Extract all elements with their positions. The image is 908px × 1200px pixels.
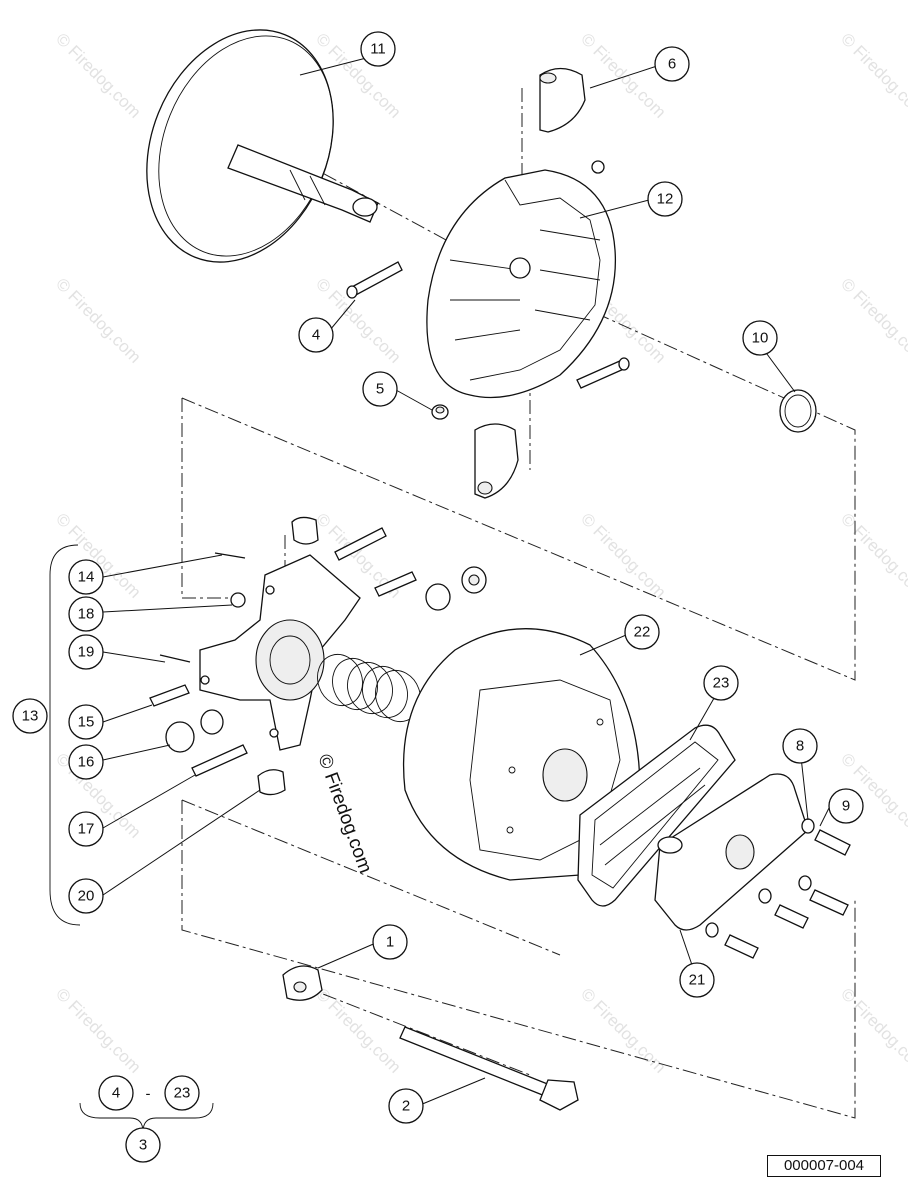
svg-text:2: 2 — [402, 1098, 410, 1115]
watermark: © Firedog.com — [837, 984, 908, 1076]
svg-text:6: 6 — [668, 56, 676, 73]
part-12-moveable-sheave — [426, 160, 617, 399]
svg-text:15: 15 — [78, 714, 95, 731]
part-21-end-plate — [654, 773, 809, 931]
part-spring — [317, 653, 421, 723]
watermark: © Firedog.com — [577, 509, 669, 601]
callout-5: 5 — [362, 371, 398, 407]
svg-text:19: 19 — [78, 644, 95, 661]
callout-22: 22 — [624, 614, 660, 650]
svg-text:11: 11 — [370, 41, 386, 58]
callout-19: 19 — [68, 634, 104, 670]
watermark: © Firedog.com — [52, 274, 144, 366]
part-2-bolt — [399, 1026, 579, 1111]
part-15-pin — [149, 684, 190, 707]
part-4-pin — [346, 261, 403, 299]
part-16-rollers — [165, 709, 224, 753]
part-5-nut — [431, 404, 449, 420]
svg-text:9: 9 — [842, 798, 850, 815]
part-17-bolt — [191, 744, 248, 777]
watermark: © Firedog.com — [837, 509, 908, 601]
callout-16: 16 — [68, 744, 104, 780]
part-10-o-ring — [779, 389, 817, 433]
callout-4: 4 — [298, 317, 334, 353]
part-6-weight — [539, 67, 586, 133]
svg-text:5: 5 — [376, 381, 384, 398]
part-spider-bushing-top — [291, 516, 319, 545]
callout-8: 8 — [782, 728, 818, 764]
svg-text:3: 3 — [139, 1137, 147, 1154]
part-23-gasket — [577, 724, 736, 907]
watermark: © Firedog.com — [837, 29, 908, 121]
svg-text:4: 4 — [112, 1085, 120, 1102]
callout-23: 23 — [703, 665, 739, 701]
watermark: © Firedog.com — [52, 29, 144, 121]
svg-text:17: 17 — [78, 821, 95, 838]
reference-code: 000007-004 — [767, 1155, 881, 1177]
callout-21: 21 — [679, 962, 715, 998]
callout-17: 17 — [68, 811, 104, 847]
svg-text:12: 12 — [657, 191, 674, 208]
callout-3: 3 — [125, 1127, 161, 1163]
callout-1: 1 — [372, 924, 408, 960]
callout-20: 20 — [68, 878, 104, 914]
part-19-pin — [159, 654, 191, 663]
part-spider-roller — [425, 566, 487, 611]
part-weight-lower — [474, 423, 519, 499]
callout-9: 9 — [828, 788, 864, 824]
svg-text:23: 23 — [713, 675, 730, 692]
watermark: © Firedog.com — [52, 984, 144, 1076]
watermark: © Firedog.com — [837, 274, 908, 366]
group-13-bracket — [49, 544, 81, 926]
svg-text:22: 22 — [634, 624, 651, 641]
callout-13: 13 — [12, 698, 48, 734]
part-20-bushing — [257, 769, 286, 796]
part-9-bolts — [724, 829, 851, 959]
callout-12: 12 — [647, 181, 683, 217]
svg-text:1: 1 — [386, 934, 394, 951]
kit-3-bracket — [79, 1102, 214, 1133]
svg-text:4: 4 — [312, 327, 320, 344]
svg-text:18: 18 — [78, 606, 95, 623]
callout-14: 14 — [68, 559, 104, 595]
svg-text:21: 21 — [689, 972, 706, 989]
watermark: © Firedog.com — [577, 984, 669, 1076]
svg-text:23: 23 — [174, 1085, 191, 1102]
callout-18: 18 — [68, 596, 104, 632]
part-pin-right — [576, 357, 630, 389]
svg-text:8: 8 — [796, 738, 804, 755]
svg-text:16: 16 — [78, 754, 95, 771]
part-spider-assembly — [199, 554, 361, 751]
callout-10: 10 — [742, 320, 778, 356]
part-spider-pin-18 — [230, 571, 417, 608]
part-14-pin — [214, 552, 246, 559]
callout-15: 15 — [68, 704, 104, 740]
callout-6: 6 — [654, 46, 690, 82]
svg-text:10: 10 — [752, 330, 769, 347]
svg-text:13: 13 — [22, 708, 39, 725]
callout-2: 2 — [388, 1088, 424, 1124]
part-1-spacer — [282, 965, 323, 1001]
part-spider-bolt-top — [334, 527, 387, 561]
watermark: © Firedog.com — [577, 29, 669, 121]
watermark: © Firedog.com — [312, 984, 404, 1076]
kit-legend-from: 4 — [98, 1075, 134, 1111]
part-8-washers — [705, 818, 815, 938]
kit-legend-to: 23 — [164, 1075, 200, 1111]
part-11-fixed-sheave — [146, 29, 379, 263]
svg-text:14: 14 — [78, 569, 95, 586]
callout-11: 11 — [360, 31, 396, 67]
kit-legend-dash: - — [146, 1086, 151, 1103]
svg-text:20: 20 — [78, 888, 95, 905]
